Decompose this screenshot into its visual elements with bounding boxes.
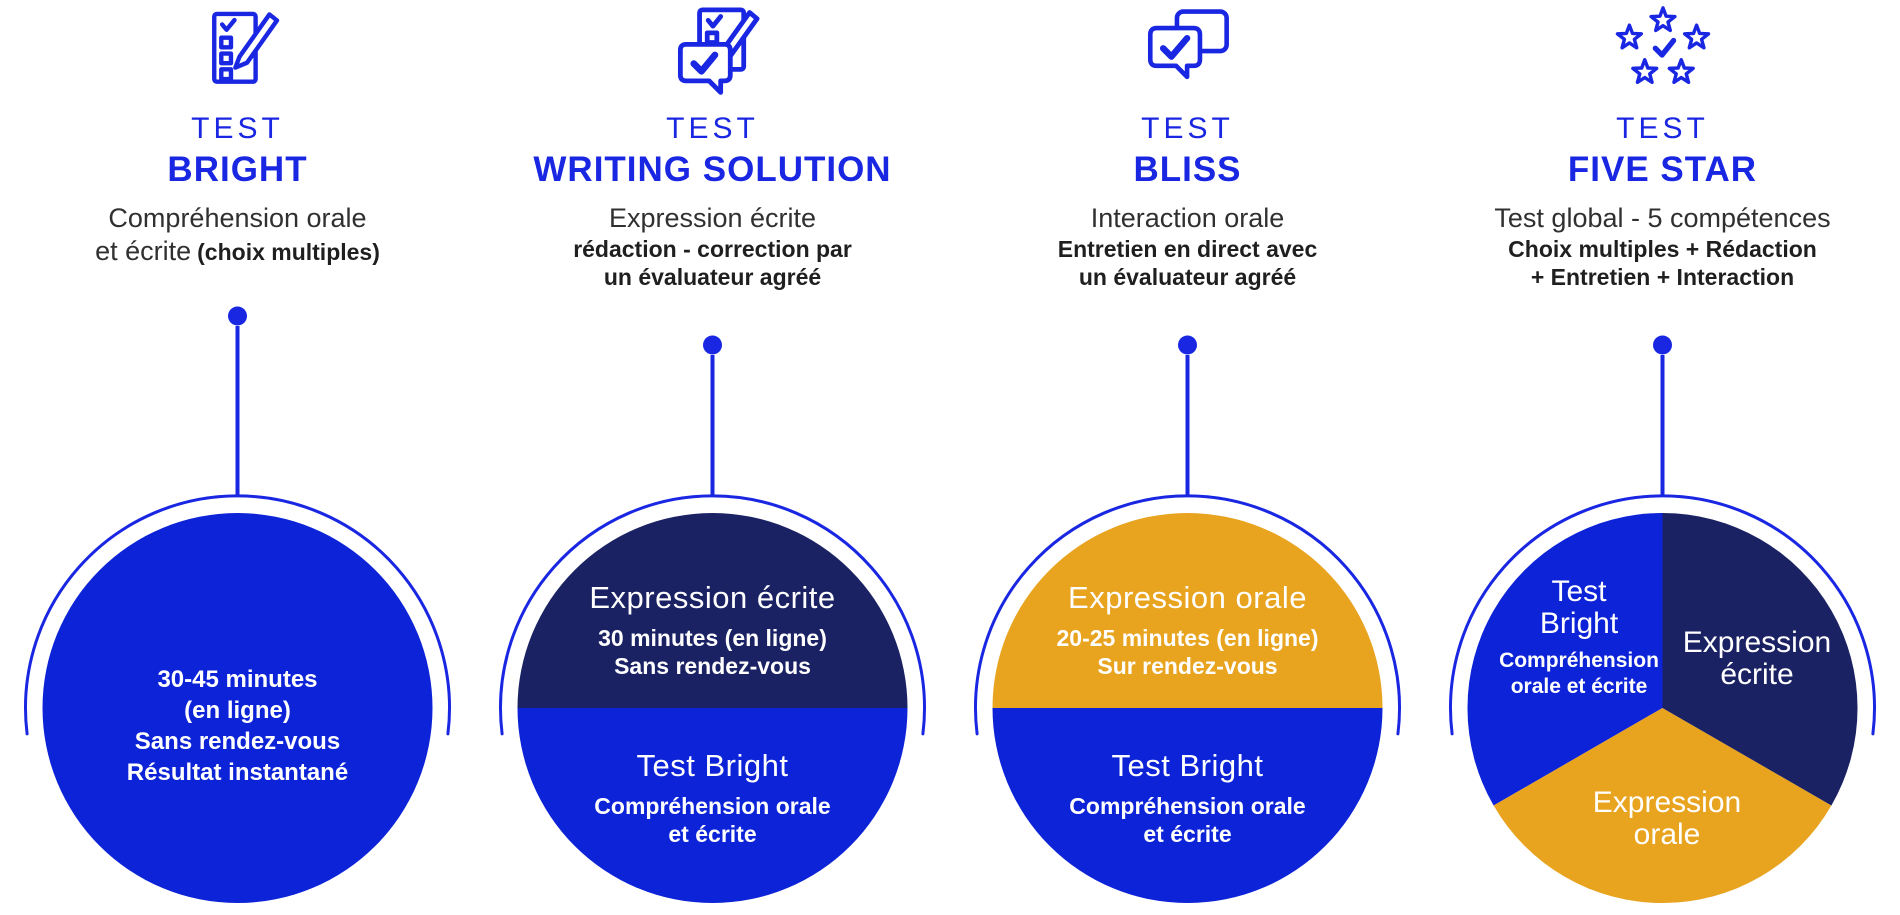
connector-dot	[703, 335, 722, 355]
segment-detail: 20-25 minutes (en ligne)	[1056, 625, 1319, 651]
sector-title-line: Expression	[1592, 786, 1742, 819]
kicker-test: TEST	[666, 112, 759, 145]
segment-title: Expression orale	[1068, 580, 1307, 615]
bright-circle-fill	[42, 513, 433, 903]
connector-dot	[228, 306, 247, 326]
bliss-circle-graphic	[974, 335, 1401, 903]
bliss-subtitle: Interaction orale Entretien en direct av…	[950, 202, 1425, 291]
kicker-test: TEST	[1141, 112, 1234, 145]
circle-text-line: Sans rendez-vous	[134, 728, 341, 755]
circle-arc	[1449, 494, 1876, 736]
five-star-sector-test-bright-label: Test Bright Compréhension orale et écrit…	[1479, 576, 1679, 700]
circle-arc	[24, 494, 451, 736]
bright-subtitle: Compréhension orale et écrite(choix mult…	[0, 202, 475, 268]
sector-title-line: Expression	[1682, 626, 1832, 659]
test-column-five-star: TEST FIVE STAR Test global - 5 compétenc…	[1425, 0, 1900, 915]
subtitle-line: Expression écrite	[608, 203, 817, 233]
segment-detail: Sur rendez-vous	[1097, 653, 1278, 679]
test-name-bright: BRIGHT	[167, 150, 308, 189]
test-column-bright: TEST BRIGHT Compréhension orale et écrit…	[0, 0, 475, 915]
test-name-five-star: FIVE STAR	[1567, 150, 1758, 189]
five-stars-check-icon	[1425, 0, 1900, 112]
subtitle-line: Test global - 5 compétences	[1494, 203, 1831, 233]
bliss-top-label: Expression orale 20-25 minutes (en ligne…	[950, 580, 1425, 680]
subtitle-line: Interaction orale	[1090, 203, 1285, 233]
segment-detail: Compréhension orale	[1069, 793, 1306, 819]
bliss-bottom-label: Test Bright Compréhension orale et écrit…	[950, 748, 1425, 848]
circle-text-line: 30-45 minutes	[157, 666, 318, 693]
bright-circle-graphic	[24, 306, 451, 903]
connector-dot	[1653, 335, 1672, 355]
pie-sector-expression-ecrite	[1662, 513, 1858, 806]
subtitle-line: Choix multiples + Rédaction	[1508, 236, 1817, 262]
subtitle-line: Compréhension orale	[108, 203, 367, 233]
five-star-subtitle: Test global - 5 compétences Choix multip…	[1425, 202, 1900, 291]
kicker-test: TEST	[1616, 112, 1709, 145]
segment-title: Test Bright	[636, 748, 789, 783]
kicker-test: TEST	[191, 112, 284, 145]
test-name-writing-solution: WRITING SOLUTION	[533, 150, 892, 189]
circle-text-line: (en ligne)	[184, 697, 291, 724]
test-name-bliss: BLISS	[1133, 150, 1242, 189]
sector-title-line: orale	[1633, 818, 1701, 851]
five-star-sector-expression-ecrite-label: Expression écrite	[1657, 627, 1857, 691]
sector-sub-line: Compréhension	[1499, 649, 1659, 672]
bright-circle-label: 30-45 minutes (en ligne) Sans rendez-vou…	[0, 664, 475, 788]
test-column-writing-solution: TEST WRITING SOLUTION Expression écrite …	[475, 0, 950, 915]
subtitle-line: un évaluateur agréé	[603, 264, 822, 290]
bright-header: TEST BRIGHT Compréhension orale et écrit…	[0, 0, 475, 268]
circle-arc	[974, 494, 1401, 736]
subtitle-line: Entretien en direct avec	[1057, 236, 1318, 262]
five-star-circle-graphic	[1449, 335, 1876, 904]
segment-detail: Compréhension orale	[594, 793, 831, 819]
segment-detail: et écrite	[668, 821, 757, 847]
five-star-header: TEST FIVE STAR Test global - 5 compétenc…	[1425, 0, 1900, 291]
sector-title-line: Test	[1551, 575, 1607, 608]
five-stars-check-icon-svg	[1615, 6, 1710, 85]
document-pencil-bubble-icon-svg	[677, 7, 759, 95]
circle-arc	[499, 494, 926, 736]
bliss-header: TEST BLISS Interaction orale Entretien e…	[950, 0, 1425, 291]
checklist-pencil-icon-svg	[211, 11, 279, 84]
segment-detail: et écrite	[1143, 821, 1232, 847]
connector-dot	[1178, 335, 1197, 355]
writing-solution-subtitle: Expression écrite rédaction - correction…	[475, 202, 950, 291]
sector-title-line: Bright	[1539, 607, 1619, 640]
document-pencil-bubble-icon	[475, 0, 950, 112]
sector-sub-line: orale et écrite	[1510, 675, 1648, 698]
segment-title: Expression écrite	[589, 580, 836, 615]
pie-sector-test-bright	[1467, 513, 1663, 806]
subtitle-line: un évaluateur agréé	[1078, 264, 1297, 290]
circle-text-line: Résultat instantané	[126, 759, 349, 786]
circle-top-half	[992, 513, 1383, 708]
speech-bubbles-check-icon-svg	[1147, 9, 1229, 80]
test-column-bliss: TEST BLISS Interaction orale Entretien e…	[950, 0, 1425, 915]
segment-title: Test Bright	[1111, 748, 1264, 783]
segment-detail: Sans rendez-vous	[614, 653, 811, 679]
subtitle-line: + Entretien + Interaction	[1530, 264, 1795, 290]
writing-solution-circle-graphic	[499, 335, 926, 903]
circle-top-half	[517, 513, 908, 708]
pie-sector-expression-orale	[1493, 708, 1832, 904]
writing-solution-top-label: Expression écrite 30 minutes (en ligne) …	[475, 580, 950, 680]
five-star-sector-expression-orale-label: Expression orale	[1567, 787, 1767, 851]
speech-bubbles-check-icon	[950, 0, 1425, 112]
subtitle-line: rédaction - correction par	[573, 236, 852, 262]
sector-title-line: écrite	[1720, 658, 1794, 691]
circle-bottom-half	[992, 708, 1383, 903]
segment-detail: 30 minutes (en ligne)	[598, 625, 827, 651]
circle-bottom-half	[517, 708, 908, 903]
subtitle-line: et écrite(choix multiples)	[95, 236, 380, 266]
checklist-pencil-icon	[0, 0, 475, 112]
writing-solution-bottom-label: Test Bright Compréhension orale et écrit…	[475, 748, 950, 848]
writing-solution-header: TEST WRITING SOLUTION Expression écrite …	[475, 0, 950, 291]
